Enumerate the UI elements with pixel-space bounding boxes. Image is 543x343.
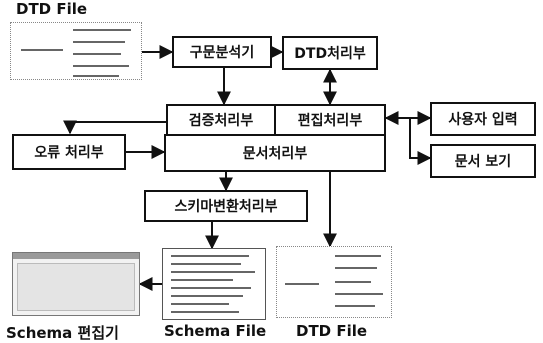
dtd-file-bottom-label: DTD File — [296, 322, 368, 340]
parser-box: 구문분석기 — [172, 36, 272, 68]
schema-file-thumbnail — [162, 248, 266, 320]
validation-box: 검증처리부 — [166, 104, 276, 136]
user-input-box: 사용자 입력 — [430, 102, 536, 136]
document-view-box: 문서 보기 — [430, 144, 536, 178]
schema-file-label: Schema File — [164, 322, 267, 340]
document-processor-box: 문서처리부 — [164, 134, 386, 172]
dtd-file-bottom-thumbnail — [276, 246, 392, 318]
schema-convert-box: 스키마변환처리부 — [144, 190, 308, 222]
dtd-processor-box: DTD처리부 — [282, 36, 378, 70]
dtd-file-top-thumbnail — [10, 22, 142, 80]
arrow-to-document-view — [409, 118, 432, 165]
schema-editor-label: Schema 편집기 — [6, 324, 119, 342]
error-processor-box: 오류 처리부 — [12, 134, 126, 170]
dtd-file-top-label: DTD File — [16, 0, 88, 18]
edit-box: 편집처리부 — [274, 104, 386, 136]
arrow-validation-to-error — [63, 120, 168, 135]
schema-editor-thumbnail — [12, 252, 140, 316]
